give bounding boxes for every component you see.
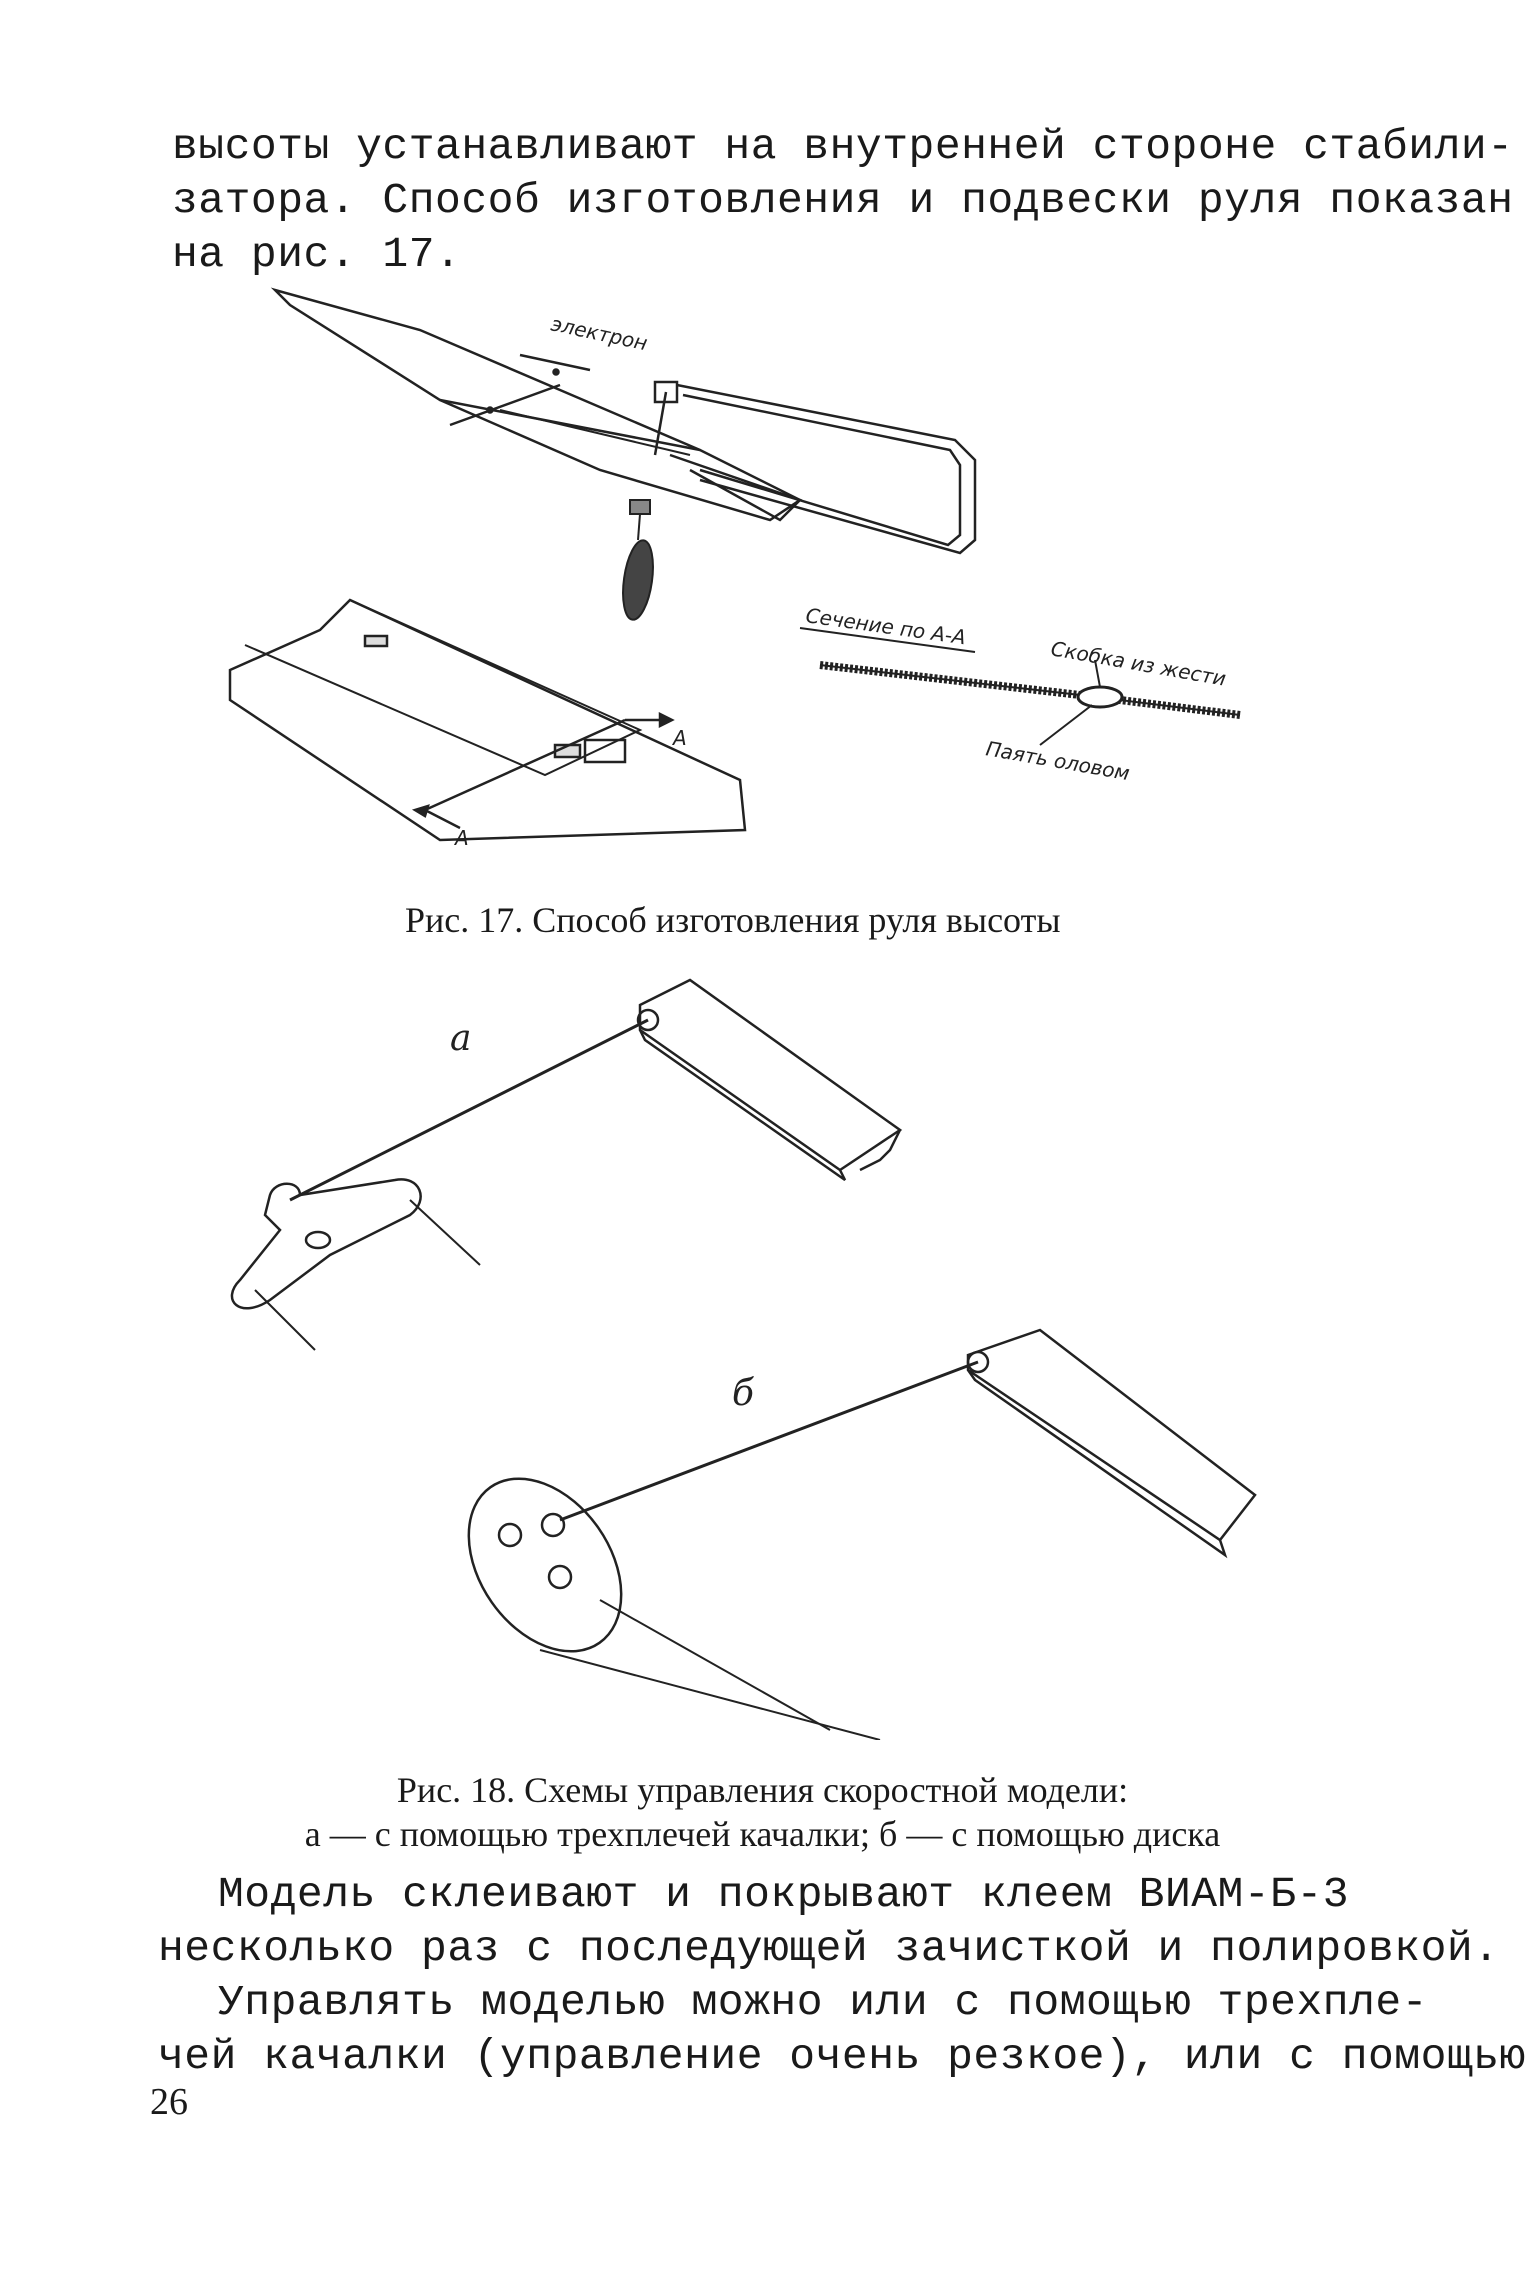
bottom-paragraph-2: Управлять моделью можно или с помощью тр… (158, 1976, 1525, 2084)
section-aa (799, 627, 1241, 746)
figure-18-caption-line-1: Рис. 18. Схемы управления скоростной мод… (396, 1770, 1129, 1810)
bottom-paragraph-1: Модель склеивают и покрывают клеем ВИАМ-… (158, 1868, 1500, 1976)
figure-18-caption-line-2: а — с помощью трехплечей качалки; б — с … (304, 1814, 1221, 1854)
stabilizer-lower (228, 598, 747, 842)
figure-18-drawing: а б (230, 978, 1257, 1740)
section-label: Сечение по А-А (804, 603, 967, 649)
text-line: несколько раз с последующей зачисткой и … (158, 1924, 1500, 1973)
figure-18-caption: Рис. 18. Схемы управления скоростной мод… (0, 1768, 1525, 1856)
top-paragraph: высоты устанавливают на внутренней сторо… (172, 120, 1514, 282)
label-elektron: электрон (549, 311, 650, 355)
text-line: Управлять моделью можно или с помощью тр… (218, 1978, 1428, 2027)
label-a: а (450, 1018, 471, 1059)
text-line: затора. Способ изготовления и подвески р… (172, 176, 1514, 225)
text-line: высоты устанавливают на внутренней сторо… (172, 122, 1514, 171)
figure-17-drawing: электрон А А Сечение по А-А Скобка из же… (228, 287, 1241, 850)
stabilizer-upper (270, 287, 977, 555)
figure-17-caption: Рис. 17. Способ изготовления руля высоты (405, 900, 1061, 940)
solder-label: Паять оловом (984, 736, 1131, 785)
page-number: 26 (150, 2081, 188, 2123)
propeller-icon (622, 499, 654, 621)
arrow-label-a-1: А (671, 726, 687, 750)
text-line: Модель склеивают и покрывают клеем ВИАМ-… (218, 1870, 1350, 1919)
bellcrank-assembly (230, 978, 903, 1351)
arrow-label-a-2: А (453, 826, 469, 850)
bracket-label: Скобка из жести (1049, 636, 1228, 690)
text-line: на рис. 17. (172, 230, 462, 279)
label-b: б (732, 1373, 755, 1414)
text-line: чей качалки (управление очень резкое), и… (158, 2032, 1525, 2081)
disc-assembly (467, 1328, 1257, 1740)
